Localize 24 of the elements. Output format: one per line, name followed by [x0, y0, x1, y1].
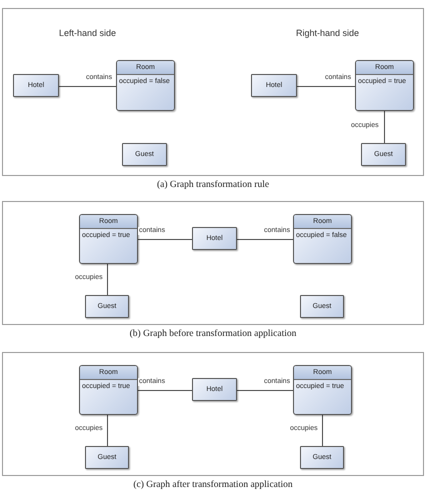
panel-frame — [2, 352, 424, 476]
panel-frame — [2, 8, 424, 176]
class-box — [293, 214, 352, 264]
connector-line — [236, 390, 294, 391]
connector-line — [58, 86, 116, 87]
connector-line — [107, 414, 108, 446]
class-box — [116, 60, 175, 111]
connector-line — [236, 239, 294, 240]
panel-frame — [2, 201, 424, 325]
class-box — [79, 214, 138, 264]
class-box — [293, 365, 352, 415]
figure-caption: (b) Graph before transformation application — [130, 329, 296, 339]
connector-line — [107, 264, 108, 296]
panel-heading: Left-hand side — [59, 28, 116, 39]
class-box — [79, 365, 138, 415]
connector-line — [296, 86, 356, 87]
panel-heading: Right-hand side — [296, 28, 360, 39]
connector-line — [384, 110, 385, 144]
connector-line — [138, 239, 192, 240]
connector-line — [322, 414, 323, 446]
figure-caption: (c) Graph after transformation application — [133, 480, 293, 490]
figure-caption: (a) Graph transformation rule — [156, 180, 270, 190]
connector-line — [138, 390, 192, 391]
class-box — [355, 60, 414, 111]
